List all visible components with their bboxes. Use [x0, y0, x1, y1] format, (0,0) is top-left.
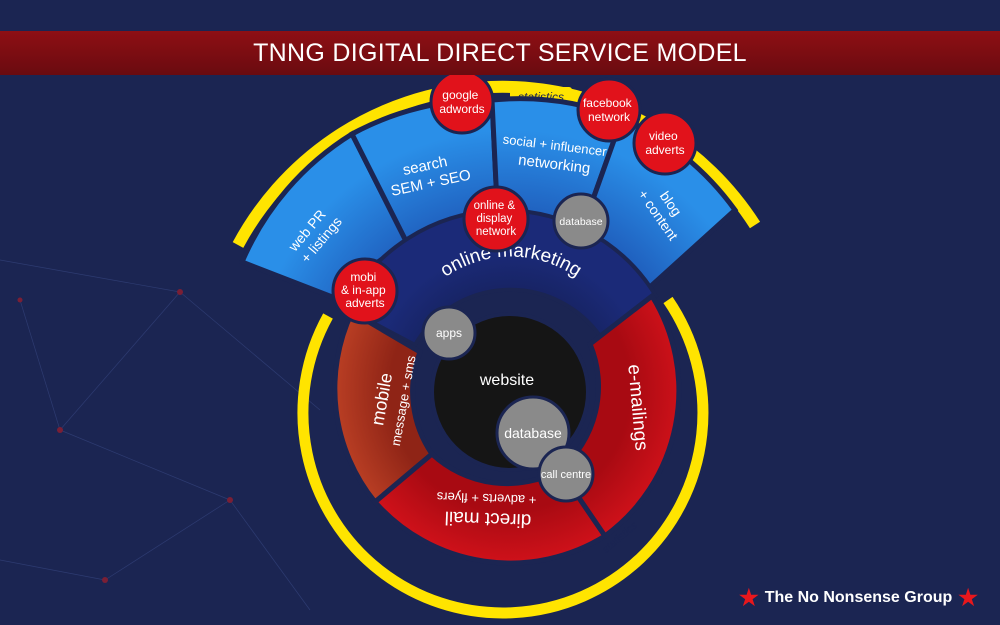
call-centre-bubble[interactable]: call centre — [537, 445, 595, 503]
red-bubbles: google adwords facebook network video ad… — [331, 69, 698, 325]
svg-text:database: database — [559, 216, 602, 228]
direct-mail-label: direct mail + adverts + flyers — [435, 489, 536, 530]
svg-text:database: database — [504, 425, 562, 441]
svg-text:mobi & in-app: mobi & in-app adverts — [341, 270, 389, 310]
page-title: TNNG DIGITAL DIRECT SERVICE MODEL — [253, 38, 747, 67]
video-adverts-bubble[interactable]: video adverts — [632, 110, 698, 176]
segment-mobile[interactable] — [332, 308, 436, 506]
svg-text:facebook network: facebook network — [583, 96, 635, 124]
background-stars — [17, 289, 233, 583]
star-icon: ★ — [738, 585, 759, 610]
facebook-network-bubble[interactable]: facebook network — [576, 77, 642, 143]
svg-text:call centre: call centre — [541, 469, 591, 481]
website-label: website — [479, 372, 534, 389]
brand-name: The No Nonsense Group — [764, 589, 953, 606]
online-display-network-bubble[interactable]: online & display network — [462, 185, 530, 253]
background-network — [0, 259, 321, 611]
svg-text:video adverts: video adverts — [645, 129, 684, 157]
title-banner: TNNG DIGITAL DIRECT SERVICE MODEL — [0, 31, 1000, 75]
grey-bubbles: database apps database call centre — [421, 192, 610, 503]
svg-text:google adwords: google adwords — [439, 88, 484, 116]
google-adwords-bubble[interactable]: google adwords — [429, 69, 495, 135]
brand-footer: ★ The No Nonsense Group ★ — [739, 587, 978, 609]
svg-text:apps: apps — [436, 326, 462, 340]
apps-bubble[interactable]: apps — [421, 305, 477, 361]
statistics-ring-bottom — [297, 296, 709, 619]
database-small-bubble[interactable]: database — [552, 192, 610, 250]
star-icon: ★ — [958, 585, 978, 610]
svg-text:online & display: online & display network — [474, 200, 519, 238]
mobi-in-app-adverts-bubble[interactable]: mobi & in-app adverts — [331, 257, 399, 325]
